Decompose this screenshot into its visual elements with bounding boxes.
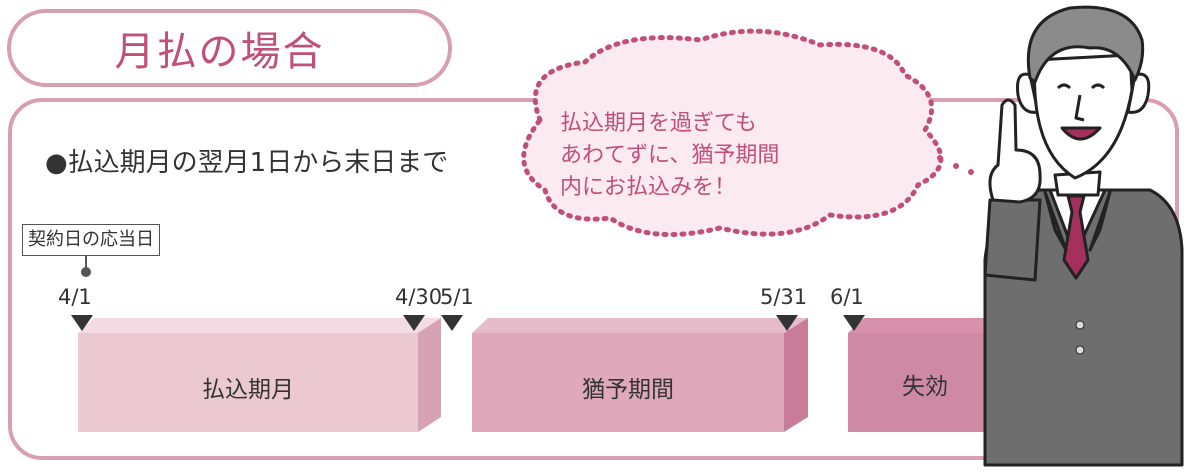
period-label-lapse: 失効 [902,374,948,400]
speech-line: 内にお払込みを！ [560,175,737,200]
date-label-lapse: 6/1 [830,285,864,309]
period-block-payment [78,318,441,432]
speech-text: 払込期月を過ぎても あわてずに、猶予期間 内にお払込みを！ [560,108,860,204]
businessman-illustration [983,5,1184,467]
date-marker-6-1 [843,315,865,331]
speech-bubble [521,28,974,238]
date-label-start-payment: 4/1 [58,285,92,309]
date-marker-4-1 [71,315,93,331]
date-label-end-grace: 5/31 [760,285,808,309]
title-tab: 月払の場合 [7,9,452,87]
date-label-end-payment: 4/30 [395,285,443,309]
date-marker-4-30 [403,315,425,331]
anchor-label: 契約日の応当日 [22,224,160,256]
period-label-grace: 猶予期間 [582,377,674,403]
date-marker-5-1 [441,315,463,331]
period-block-grace [472,318,808,432]
period-label-payment: 払込期月 [202,377,294,403]
speech-line: あわてずに、猶予期間 [560,143,780,168]
speech-line: 払込期月を過ぎても [560,111,757,136]
anchor-dot [81,267,91,277]
date-marker-5-31 [776,315,798,331]
date-label-start-grace: 5/1 [440,285,474,309]
subtitle: ●払込期月の翌月1日から末日まで [45,148,449,178]
page-title: 月払の場合 [114,29,325,75]
